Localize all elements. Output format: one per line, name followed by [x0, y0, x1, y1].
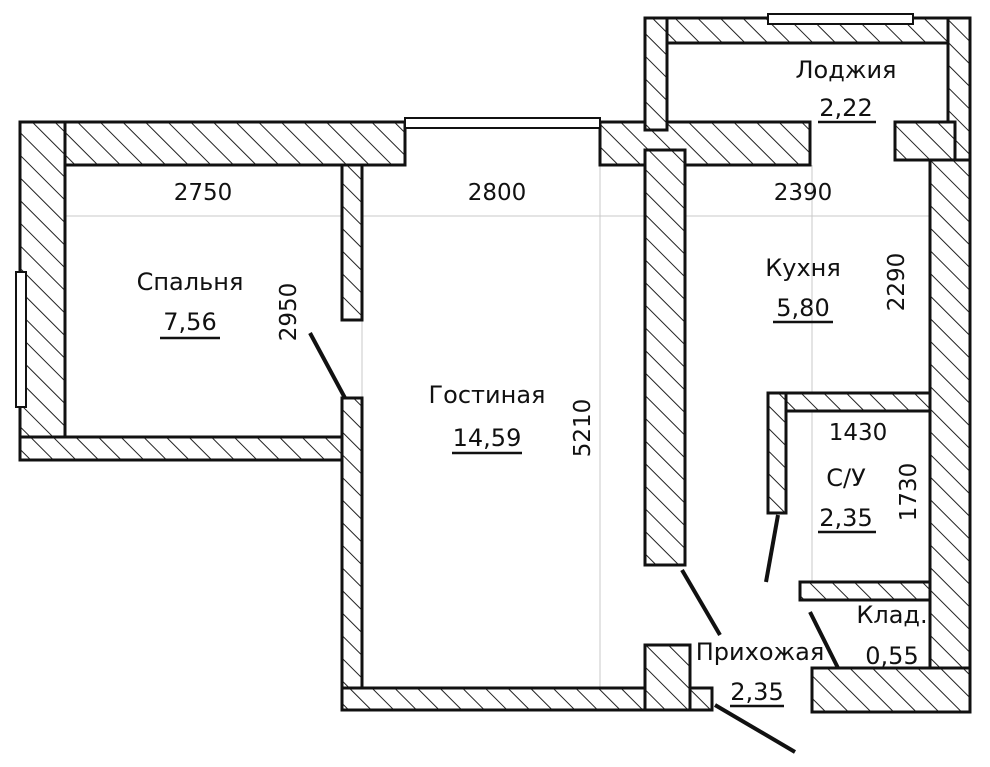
window-bedroom	[15, 271, 27, 408]
storage-name: Клад.	[856, 601, 927, 629]
living-name: Гостиная	[429, 381, 546, 409]
wall-bath-left	[766, 391, 788, 515]
bedroom-area: 7,56	[163, 308, 216, 336]
loggia-name: Лоджия	[796, 56, 897, 84]
walls	[18, 16, 972, 714]
wall-hall-stub	[643, 643, 692, 712]
wall-bottom-right	[810, 666, 972, 714]
wall-loggia-left	[643, 16, 669, 132]
bathroom-name: С/У	[826, 464, 866, 492]
living-area: 14,59	[453, 424, 522, 452]
bathroom-area: 2,35	[819, 504, 872, 532]
wall-bedroom-top	[18, 120, 407, 167]
wall-right	[928, 158, 972, 714]
dim-bedroom-depth: 2950	[276, 283, 302, 342]
dim-kitchen-width: 2390	[774, 180, 833, 206]
window-living	[404, 117, 601, 129]
dim-bathroom-depth: 1730	[896, 463, 922, 522]
storage-area: 0,55	[865, 642, 918, 670]
room-labels: Лоджия 2,22 Спальня 7,56 Гостиная 14,59 …	[137, 56, 928, 708]
door-kitchen	[680, 568, 722, 637]
kitchen-area: 5,80	[776, 294, 829, 322]
door-bathroom	[764, 514, 780, 583]
wall-partition-lower	[340, 396, 364, 710]
door-storage	[808, 611, 840, 669]
hallway-name: Прихожая	[696, 638, 825, 666]
dim-living-depth: 5210	[570, 399, 596, 458]
loggia-area: 2,22	[819, 94, 872, 122]
dim-bedroom-width: 2750	[174, 180, 233, 206]
dim-kitchen-depth: 2290	[884, 253, 910, 312]
wall-living-bottom	[340, 686, 714, 712]
dim-living-width: 2800	[468, 180, 527, 206]
door-bedroom	[308, 332, 347, 399]
window-loggia	[767, 13, 914, 25]
wall-bath-top	[766, 391, 932, 413]
hallway-area: 2,35	[730, 678, 783, 706]
wall-partition-upper	[340, 163, 364, 322]
wall-bedroom-bottom	[18, 435, 347, 462]
wall-loggia-lower-right	[893, 120, 957, 162]
dim-bathroom-width: 1430	[829, 420, 888, 446]
bedroom-name: Спальня	[137, 268, 244, 296]
door-entrance	[713, 703, 797, 754]
doors	[308, 332, 840, 754]
wall-bath-bottom	[798, 580, 932, 602]
dimension-labels: 2750 2800 2390 1430 2950 5210 2290 1730	[174, 180, 922, 521]
wall-living-kitchen	[643, 148, 687, 567]
windows	[15, 13, 914, 408]
kitchen-name: Кухня	[765, 254, 841, 282]
wall-living-right-top	[598, 120, 812, 167]
